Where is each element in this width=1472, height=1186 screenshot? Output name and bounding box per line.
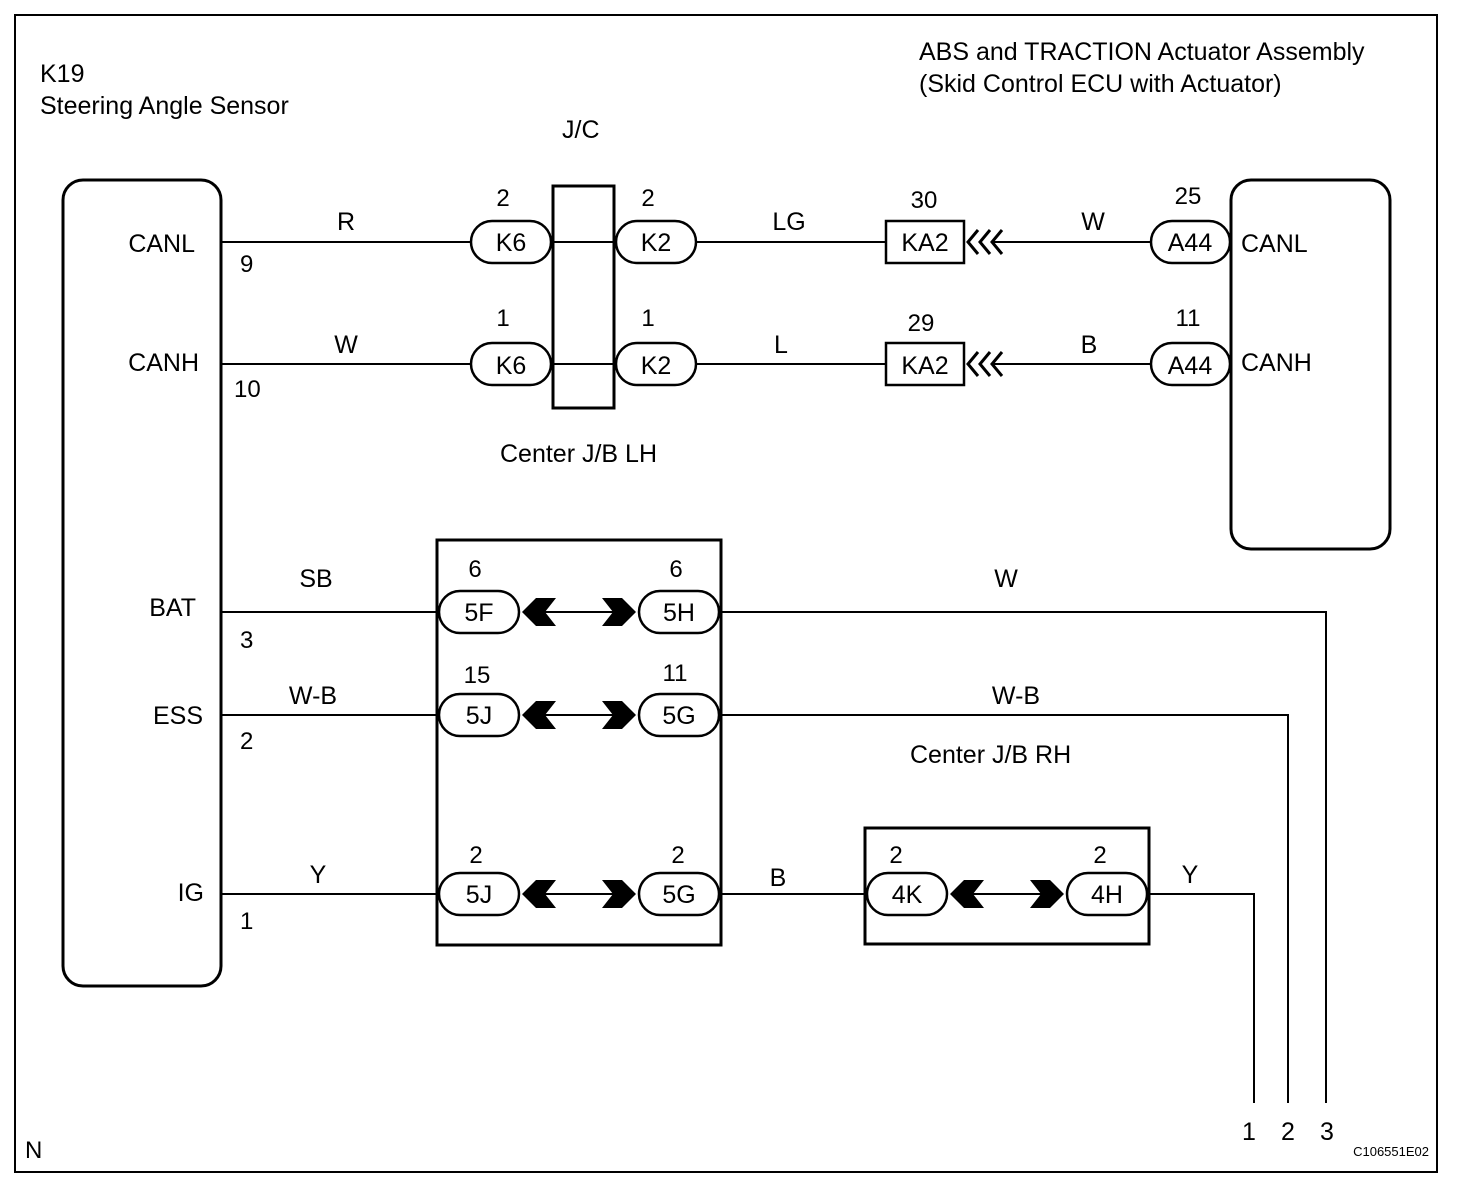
connector-ka2-canl <box>884 219 966 265</box>
jb-inline-left-bat <box>522 598 556 626</box>
jb-inline-left-ig <box>522 880 556 908</box>
ka2-canl-pin: 30 <box>911 187 938 214</box>
connector-4k-label: 4K <box>892 881 923 909</box>
4h-pin: 2 <box>1093 842 1106 869</box>
connector-4h-label: 4H <box>1091 881 1123 909</box>
connector-5g-ess-label: 5G <box>662 702 695 730</box>
connector-ka2-canh <box>884 341 966 387</box>
wire-color-ess-1: W-B <box>289 682 337 710</box>
sensor-code: K19 <box>40 60 84 88</box>
jb-rh-inline-left <box>950 880 984 908</box>
k2-canh-pin: 1 <box>641 305 654 332</box>
connector-5j-ess <box>437 692 521 738</box>
connector-k2-canl-label: K2 <box>641 229 672 257</box>
connector-5f-bat <box>437 589 521 635</box>
jc-label: J/C <box>562 116 600 144</box>
wire-color-canl-1: R <box>337 208 355 236</box>
wire-ess-5g-to-terminal-2 <box>719 714 1289 1103</box>
connector-a44-canl <box>1149 219 1232 265</box>
connector-a44-canh <box>1149 341 1232 387</box>
k6-canl-pin: 2 <box>496 185 509 212</box>
sensor-pin-ess-num: 2 <box>240 728 253 755</box>
wire-color-canl-2: LG <box>772 208 805 236</box>
5g-ig-pin: 2 <box>671 842 684 869</box>
4k-pin: 2 <box>889 842 902 869</box>
connector-4k <box>865 871 949 917</box>
5j-ig-pin: 2 <box>469 842 482 869</box>
wire-color-canh-1: W <box>334 331 358 359</box>
connector-k2-canh-label: K2 <box>641 352 672 380</box>
connector-a44-canh-label: A44 <box>1168 352 1213 380</box>
terminal-3-label: 3 <box>1320 1118 1334 1146</box>
connector-5h-label: 5H <box>663 599 695 627</box>
wire-color-ig-3: Y <box>1182 861 1199 889</box>
sensor-pin-canl-num: 9 <box>240 251 253 278</box>
terminal-2-label: 2 <box>1281 1118 1295 1146</box>
ka2-canh-pin: 29 <box>908 310 935 337</box>
connector-5g-ig-label: 5G <box>662 881 695 909</box>
wire-color-ig-2: B <box>770 864 787 892</box>
5g-ess-pin: 11 <box>663 660 688 687</box>
wire-ig-4h-to-terminal-1 <box>1147 893 1255 1103</box>
wire-bat-5h-to-terminal-3 <box>719 611 1327 1103</box>
wire-color-canl-3: W <box>1081 208 1105 236</box>
ecu-pin-canh-num: 11 <box>1176 305 1201 332</box>
jb-inline-right-ess <box>602 701 636 729</box>
sensor-pin-canl-name: CANL <box>128 230 195 258</box>
sensor-pin-bat-name: BAT <box>149 594 196 622</box>
figure-code: C106551E02 <box>1353 1144 1429 1159</box>
terminal-1-label: 1 <box>1242 1118 1256 1146</box>
connector-5f-label: 5F <box>464 599 493 627</box>
ecu-pin-canl-num: 25 <box>1175 183 1202 210</box>
k6-canh-pin: 1 <box>496 305 509 332</box>
center-jb-lh-box <box>435 538 723 947</box>
connector-a44-canl-label: A44 <box>1168 229 1213 257</box>
connector-k6-canl-label: K6 <box>496 229 527 257</box>
diagram-frame <box>14 14 1438 1173</box>
wire-color-bat-1: SB <box>299 565 332 593</box>
wire-color-canh-3: B <box>1081 331 1098 359</box>
wire-color-ig-1: Y <box>310 861 327 889</box>
connector-5j-ig <box>437 871 521 917</box>
center-jb-rh-box <box>863 826 1151 946</box>
wire-color-ess-2: W-B <box>992 682 1040 710</box>
ecu-pin-canl-name: CANL <box>1241 230 1308 258</box>
5j-ess-pin: 15 <box>464 662 491 689</box>
k2-canl-pin: 2 <box>641 185 654 212</box>
jb-rh-inline-right <box>1030 880 1064 908</box>
sensor-pin-ig-name: IG <box>178 879 204 907</box>
jb-inline-right-bat <box>602 598 636 626</box>
connector-ka2-canh-label: KA2 <box>901 352 948 380</box>
connector-ka2-canl-label: KA2 <box>901 229 948 257</box>
jb-inline-left-ess <box>522 701 556 729</box>
connector-5j-ig-label: 5J <box>466 881 492 909</box>
sensor-pin-bat-num: 3 <box>240 627 253 654</box>
jb-rh-label: Center J/B RH <box>910 741 1071 769</box>
junction-connector-box <box>551 184 616 410</box>
jb-inline-right-ig <box>602 880 636 908</box>
ecu-pin-canh-name: CANH <box>1241 349 1312 377</box>
actuator-subtitle: (Skid Control ECU with Actuator) <box>919 70 1282 98</box>
5f-pin: 6 <box>468 556 481 583</box>
wire-color-bat-2: W <box>994 565 1018 593</box>
sensor-name: Steering Angle Sensor <box>40 92 289 120</box>
connector-5j-ess-label: 5J <box>466 702 492 730</box>
sensor-pin-ess-name: ESS <box>153 702 203 730</box>
connector-k6-canh-label: K6 <box>496 352 527 380</box>
jb-lh-label: Center J/B LH <box>500 440 657 468</box>
actuator-title: ABS and TRACTION Actuator Assembly <box>919 38 1365 66</box>
sensor-pin-ig-num: 1 <box>240 908 253 935</box>
sensor-pin-canh-num: 10 <box>234 376 261 403</box>
5h-pin: 6 <box>669 556 682 583</box>
sensor-pin-canh-name: CANH <box>128 349 199 377</box>
corner-letter: N <box>25 1137 42 1164</box>
steering-angle-sensor-body <box>61 178 223 988</box>
wire-color-canh-2: L <box>774 331 788 359</box>
